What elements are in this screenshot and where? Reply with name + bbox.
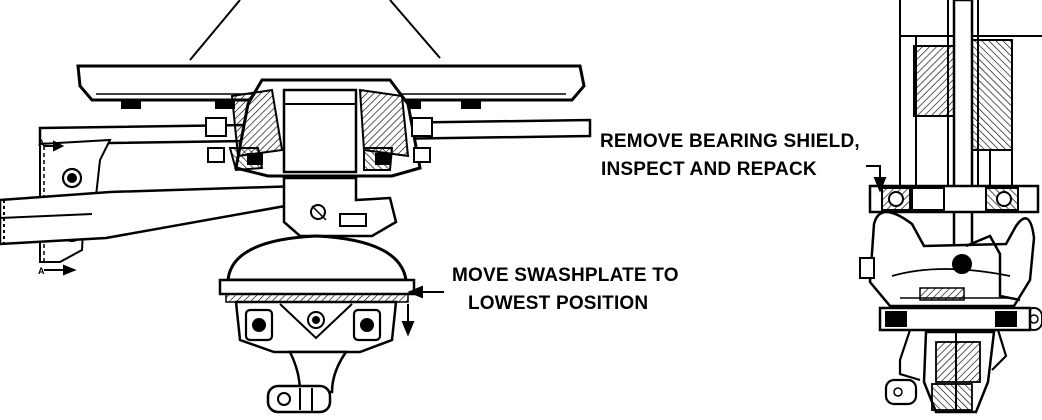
bearing-callout-line1: REMOVE BEARING SHIELD,: [600, 131, 860, 152]
bearing-callout-line2: INSPECT AND REPACK: [601, 159, 817, 180]
section-mark-upper: A: [38, 138, 45, 148]
section-mark-lower: A: [38, 266, 45, 276]
rotor-shaft-section: [859, 0, 1042, 414]
swashplate-callout-line2: LOWEST POSITION: [468, 293, 649, 314]
rotor-hub-assembly: [0, 0, 592, 414]
swashplate-callout-line1: MOVE SWASHPLATE TO: [452, 265, 679, 286]
